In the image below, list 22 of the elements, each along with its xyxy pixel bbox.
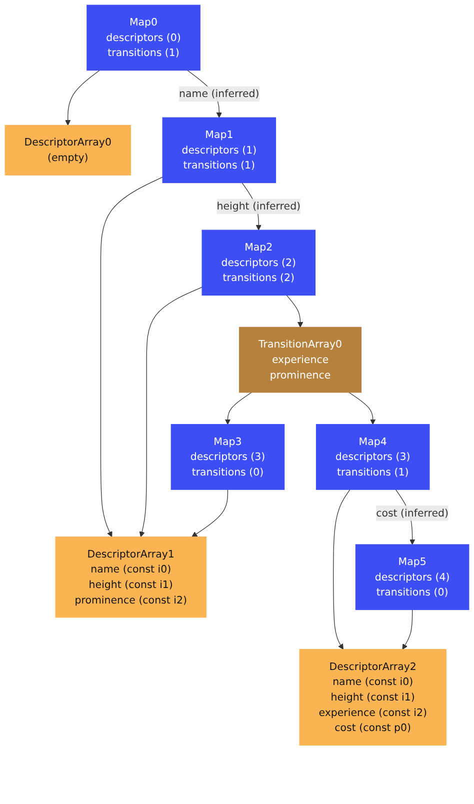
arrow [333, 489, 350, 650]
node-box: Map4 descriptors (3) transitions (1) [316, 424, 430, 490]
arrow [348, 392, 376, 425]
arrow [139, 286, 202, 538]
node-box: TransitionArray0 experience prominence [239, 326, 362, 393]
arrow [65, 70, 100, 126]
node-box: DescriptorArray2 name (const i0) height (const i1) experience (const i2) cost (const p0) [299, 649, 446, 746]
arrow [402, 609, 413, 650]
node-box: Map1 descriptors (1) transitions (1) [162, 117, 276, 184]
edge-label: cost (inferred) [376, 506, 449, 519]
arrow [286, 294, 304, 328]
node-box: Map2 descriptors (2) transitions (2) [202, 230, 316, 296]
node-box: DescriptorArray1 name (const i0) height (const i1) prominence (const i2) [55, 536, 206, 618]
arrow [100, 176, 163, 538]
edge-label: height (inferred) [216, 200, 301, 212]
node-box: Map0 descriptors (0) transitions (1) [86, 4, 200, 71]
node-box: DescriptorArray0 (empty) [4, 124, 131, 176]
node-box: Map5 descriptors (4) transitions (0) [355, 544, 470, 610]
node-box: Map3 descriptors (3) transitions (0) [170, 424, 285, 490]
edge-label: name (inferred) [179, 88, 260, 100]
arrow [224, 392, 252, 425]
arrow [192, 489, 228, 538]
